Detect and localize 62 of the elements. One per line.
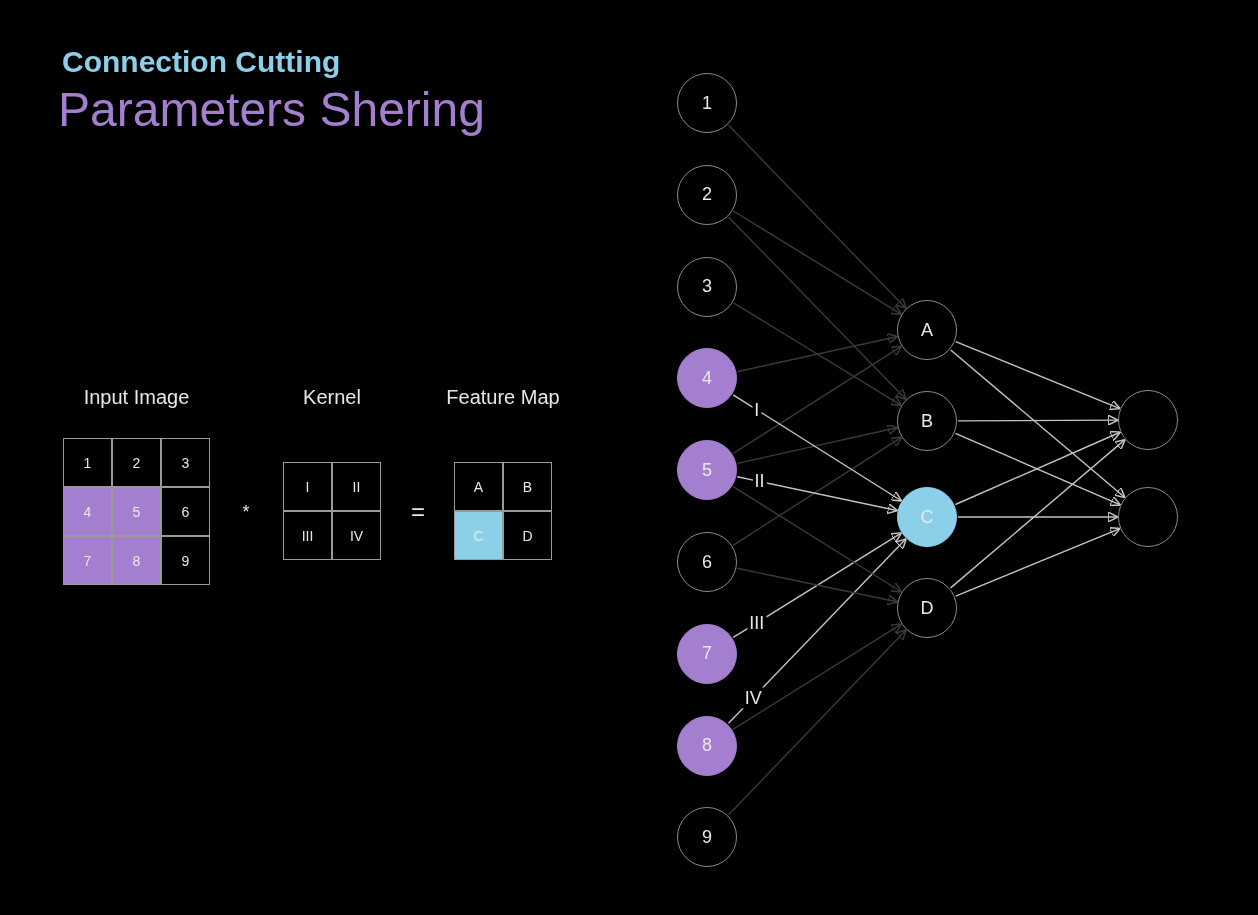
- empty-neuron-circle: [1118, 487, 1178, 547]
- heading: Kernel: [302, 384, 362, 410]
- arrow: [732, 532, 903, 639]
- operator-symbol: *: [241, 500, 251, 524]
- arrow: [732, 302, 903, 407]
- empty-neuron-circle: [1118, 390, 1178, 450]
- subtitle: Connection Cutting: [62, 44, 341, 80]
- grid-cell: III: [283, 511, 332, 560]
- neuron-circle: B: [897, 391, 957, 451]
- arrow: [950, 349, 1126, 499]
- arrow: [732, 345, 903, 455]
- grid-cell: C: [454, 511, 503, 560]
- arrow: [955, 341, 1121, 411]
- arrow: [732, 210, 903, 316]
- neuron-circle: C: [897, 487, 957, 547]
- neuron-circle: 1: [677, 73, 737, 133]
- grid-cell: 9: [161, 536, 210, 585]
- arrow: [727, 216, 907, 401]
- neuron-circle: 8: [677, 715, 737, 776]
- arrow: [732, 436, 903, 546]
- heading: Input Image: [82, 384, 191, 410]
- grid-cell: 2: [112, 438, 161, 487]
- arrow: [727, 124, 907, 310]
- arrow: [949, 438, 1126, 589]
- grid-cell: I: [283, 462, 332, 511]
- arrow: [736, 333, 899, 373]
- arrow: [736, 476, 899, 515]
- arrow: [727, 537, 907, 724]
- grid-cell: 1: [63, 438, 112, 487]
- grid-cell: 4: [63, 487, 112, 536]
- arrow: [957, 414, 1119, 426]
- grid-cell: 3: [161, 438, 210, 487]
- neuron-circle: 7: [677, 623, 737, 684]
- arrow: [727, 628, 907, 816]
- neuron-circle: A: [897, 300, 957, 360]
- neuron-circle: 4: [677, 348, 737, 409]
- grid-cell: 7: [63, 536, 112, 585]
- arrow: [732, 623, 903, 730]
- arrow: [736, 424, 899, 465]
- grid-cell: 8: [112, 536, 161, 585]
- grid-cell: II: [332, 462, 381, 511]
- title: Parameters Shering: [58, 82, 485, 137]
- operator-symbol: =: [410, 500, 426, 524]
- grid-cell: 6: [161, 487, 210, 536]
- neuron-circle: D: [897, 578, 957, 638]
- grid-cell: D: [503, 511, 552, 560]
- grid-cell: 5: [112, 487, 161, 536]
- neuron-circle: 5: [677, 440, 737, 501]
- heading: Feature Map: [445, 384, 561, 410]
- grid-cell: B: [503, 462, 552, 511]
- neuron-circle: 6: [677, 532, 737, 592]
- arrow: [736, 567, 899, 606]
- grid-cell: A: [454, 462, 503, 511]
- arrow: [955, 526, 1121, 597]
- arrow: [732, 394, 903, 502]
- grid-cell: IV: [332, 511, 381, 560]
- neuron-circle: 3: [677, 256, 737, 317]
- neuron-circle: 2: [677, 164, 737, 225]
- arrow: [732, 486, 903, 593]
- edge-label: IV: [742, 687, 764, 708]
- neuron-circle: 9: [677, 807, 737, 868]
- arrow: [957, 511, 1119, 523]
